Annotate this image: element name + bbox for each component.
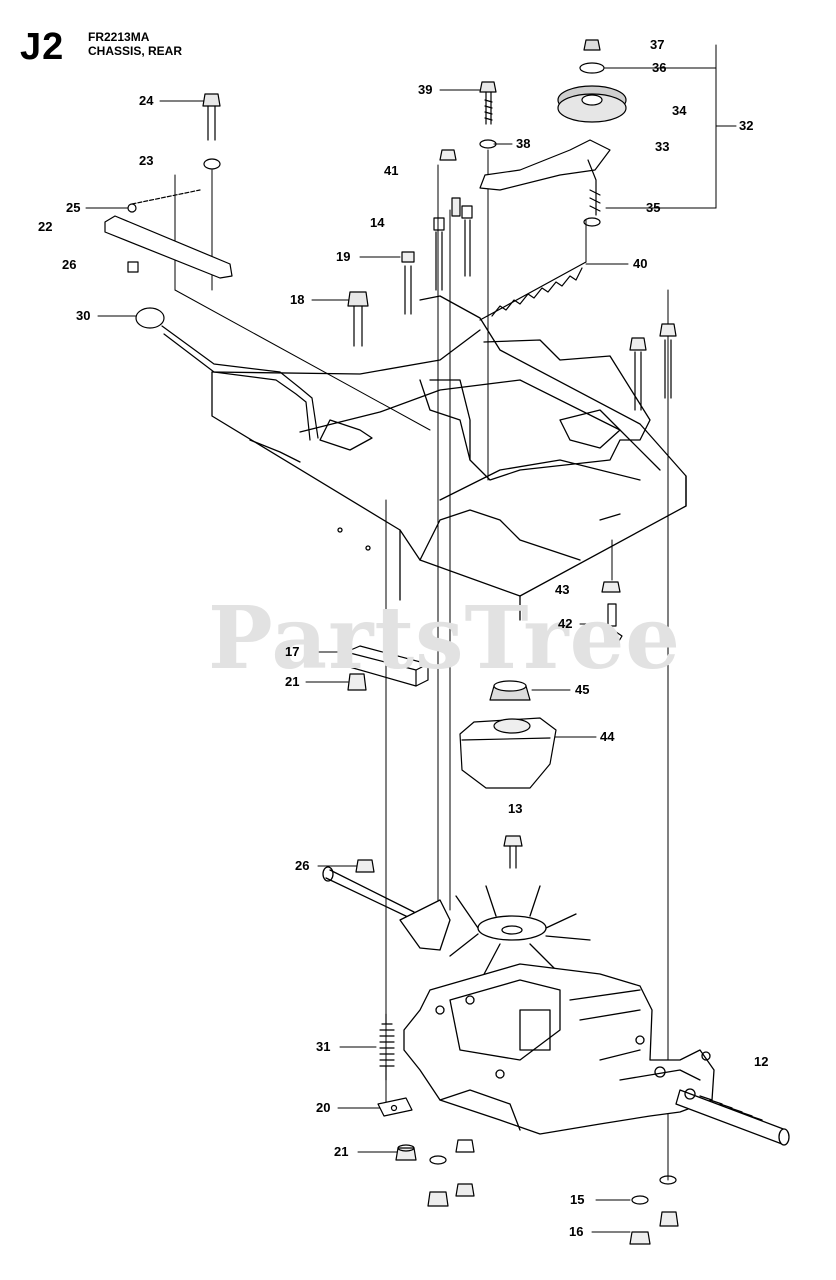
callout-40[interactable]: 40 <box>633 256 648 271</box>
diagram-title: CHASSIS, REAR <box>88 44 183 58</box>
callout-16[interactable]: 16 <box>569 1224 584 1239</box>
callout-44[interactable]: 44 <box>600 729 615 744</box>
lower-left-hardware <box>356 860 416 1160</box>
callout-42[interactable]: 42 <box>558 616 573 631</box>
guide-lines <box>175 150 668 1180</box>
tension-spring-40 <box>480 262 586 320</box>
callout-12[interactable]: 12 <box>754 1054 769 1069</box>
callout-26-top[interactable]: 26 <box>62 257 77 272</box>
partstree-watermark: PartsTree <box>208 588 682 689</box>
rear-chassis-frame <box>212 296 686 620</box>
callout-33[interactable]: 33 <box>655 139 670 154</box>
callout-34[interactable]: 34 <box>672 103 687 118</box>
idler-pulley-assembly <box>480 40 626 226</box>
callout-25[interactable]: 25 <box>66 200 81 215</box>
callout-45[interactable]: 45 <box>575 682 590 697</box>
callout-41[interactable]: 41 <box>384 163 399 178</box>
callout-38[interactable]: 38 <box>516 136 531 151</box>
callout-35[interactable]: 35 <box>646 200 661 215</box>
callout-22[interactable]: 22 <box>38 219 53 234</box>
frame-bolts-right <box>630 324 676 410</box>
section-code: J2 <box>20 26 65 68</box>
callout-39[interactable]: 39 <box>418 82 433 97</box>
callout-21-bottom[interactable]: 21 <box>334 1144 349 1159</box>
bottom-fasteners <box>428 1140 678 1244</box>
bolt-39 <box>480 82 496 148</box>
callout-13[interactable]: 13 <box>508 801 523 816</box>
bolt-13 <box>504 836 522 868</box>
callout-43[interactable]: 43 <box>555 582 570 597</box>
callout-30[interactable]: 30 <box>76 308 91 323</box>
callout-37[interactable]: 37 <box>650 37 665 52</box>
nut-43-pin-42 <box>602 582 622 646</box>
callout-31[interactable]: 31 <box>316 1039 331 1054</box>
transaxle-12 <box>323 867 789 1145</box>
callout-24[interactable]: 24 <box>139 93 154 108</box>
callout-32[interactable]: 32 <box>739 118 754 133</box>
callout-36[interactable]: 36 <box>652 60 667 75</box>
lift-rod-30 <box>136 308 318 440</box>
callout-19[interactable]: 19 <box>336 249 351 264</box>
callout-18[interactable]: 18 <box>290 292 305 307</box>
reservoir-assembly <box>460 681 556 788</box>
brake-rod-assembly <box>105 94 232 278</box>
callout-17[interactable]: 17 <box>285 644 300 659</box>
leader-lines <box>86 45 736 1232</box>
callout-14[interactable]: 14 <box>370 215 385 230</box>
callout-26-bottom[interactable]: 26 <box>295 858 310 873</box>
callout-15[interactable]: 15 <box>570 1192 585 1207</box>
spacer-block-17 <box>346 646 428 690</box>
callout-20[interactable]: 20 <box>316 1100 331 1115</box>
small-bolts-group <box>348 150 472 346</box>
callout-21-top[interactable]: 21 <box>285 674 300 689</box>
model-number: FR2213MA <box>88 30 150 44</box>
callout-23[interactable]: 23 <box>139 153 154 168</box>
